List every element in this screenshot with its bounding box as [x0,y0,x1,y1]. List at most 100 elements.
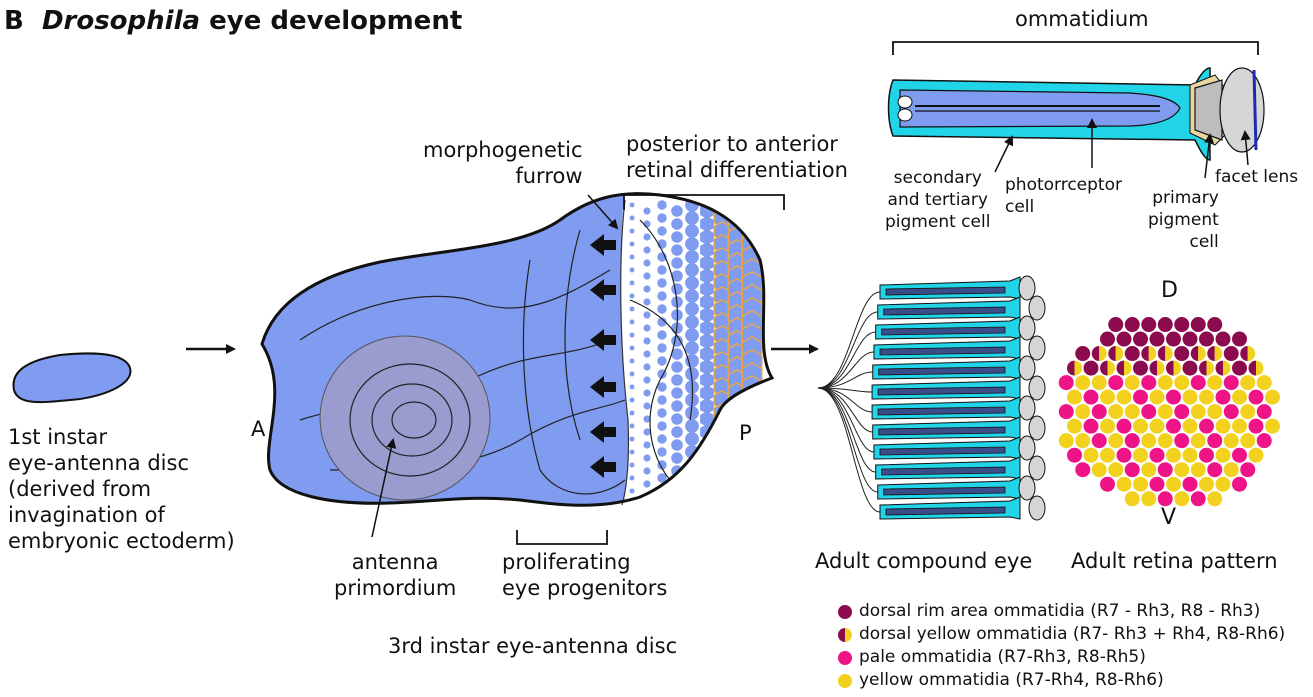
retina-dot-yellow [1150,390,1165,405]
retina-dot-magenta [1150,448,1165,463]
retina-dot-magenta [1100,477,1115,492]
retina-dot-yellow [1166,448,1181,463]
cell-dot [630,359,635,364]
cell-dot [657,356,666,365]
retina-dot-maroon [1232,332,1247,347]
retina-dot-magenta [1067,448,1082,463]
retina-dot-maroon [1084,361,1099,376]
cell-dot [657,291,666,300]
legend-row: pale ommatidia (R7-Rh3, R8-Rh5) [838,646,1285,669]
retina-dot-yellow [1216,477,1231,492]
cell-dot [685,276,699,290]
cell-dot [643,246,650,253]
nerve-fiber [818,388,874,452]
facet-lens [1029,416,1045,440]
ommatidium-drawing [889,68,1265,160]
cell-dot [643,324,650,331]
retina-dot-yellow [1240,404,1255,419]
cell-dot [685,263,699,277]
cell-dot [671,400,683,412]
cell-dot [671,374,683,386]
hex-cell [714,443,730,461]
retina-dot-yellow [1108,462,1123,477]
retina-dot-split [1207,346,1222,361]
retina-dot-magenta [1249,390,1264,405]
retina-dot-magenta [1092,433,1107,448]
cell-dot [657,330,666,339]
retina-dot-split [1249,361,1264,376]
cell-dot [630,489,635,494]
cell-dot [685,289,699,303]
cell-dot [657,395,666,404]
hex-cell [714,456,730,474]
cell-dot [671,426,683,438]
retina-dot-yellow [1133,477,1148,492]
legend-row: dorsal rim area ommatidia (R7 - Rh3, R8 … [838,600,1285,623]
retina-dot-magenta [1199,419,1214,434]
legend-row: dorsal yellow ommatidia (R7- Rh3 + Rh4, … [838,623,1285,646]
cell-dot [657,421,666,430]
retina-dot-magenta [1166,419,1181,434]
compound-eye-drawing [818,276,1045,520]
cell-dot [643,454,650,461]
photoreceptor-label: photorrceptor cell [1005,174,1122,218]
hex-cell [728,201,746,221]
retina-dot-maroon [1166,332,1181,347]
cell-dot [671,387,683,399]
retina-dot-maroon [1117,332,1132,347]
facet-lens [1029,456,1045,480]
retina-dot-maroon [1075,346,1090,361]
cell-dot [671,361,683,373]
third-instar-disc [262,180,800,520]
retina-dot-yellow [1207,404,1222,419]
retina-dot-yellow [1117,477,1132,492]
cell-dot [643,376,650,383]
retina-dot-yellow [1265,390,1280,405]
retina-dot-maroon [1174,317,1189,332]
posterior-to-anterior-label: posterior to anterior retinal differenti… [626,131,848,183]
retina-dot-yellow [1199,390,1214,405]
retina-dot-yellow [1158,433,1173,448]
legend-label: yellow ommatidia (R7-Rh4, R8-Rh6) [859,669,1164,692]
retina-dot-maroon [1183,361,1198,376]
retina-dot-yellow [1100,390,1115,405]
retina-dot-magenta [1232,448,1247,463]
retina-dot-magenta [1174,404,1189,419]
retina-dot-yellow [1174,375,1189,390]
retina-dot-maroon [1232,361,1247,376]
retina-dot-magenta [1249,419,1264,434]
hex-cell [700,502,714,518]
retina-dot-maroon [1141,317,1156,332]
cell-dot [643,311,650,318]
retina-dot-split [1240,346,1255,361]
cell-dot [685,484,699,498]
primary-pigment-label: primary pigment cell [1148,187,1219,253]
cell-dot [630,333,635,338]
retina-dot-magenta [1141,404,1156,419]
cell-dot [643,298,650,305]
cell-dot [685,302,699,316]
cell-dot [671,504,683,516]
cell-dot [657,265,666,274]
hex-cell [742,454,762,477]
morphogenetic-furrow-label: morphogenetic furrow [423,137,583,189]
retina-dot-yellow [1100,419,1115,434]
cell-dot [685,237,699,251]
hex-cell [742,194,762,217]
cell-dot [643,467,650,474]
retina-dot-magenta [1133,390,1148,405]
cell-dot [671,413,683,425]
retina-dot-magenta [1158,491,1173,506]
retina-dot-magenta [1257,433,1272,448]
retina-dot-split [1100,361,1115,376]
cell-dot [630,346,635,351]
retina-dot-yellow [1174,462,1189,477]
anterior-label: A [251,416,265,442]
retina-dot-yellow [1075,404,1090,419]
legend: dorsal rim area ommatidia (R7 - Rh3, R8 … [838,600,1285,692]
cell-dot [685,224,699,238]
retina-dot-maroon [1174,346,1189,361]
hex-cell [700,463,714,479]
cell-dot [685,250,699,264]
retina-dot-yellow [1092,462,1107,477]
